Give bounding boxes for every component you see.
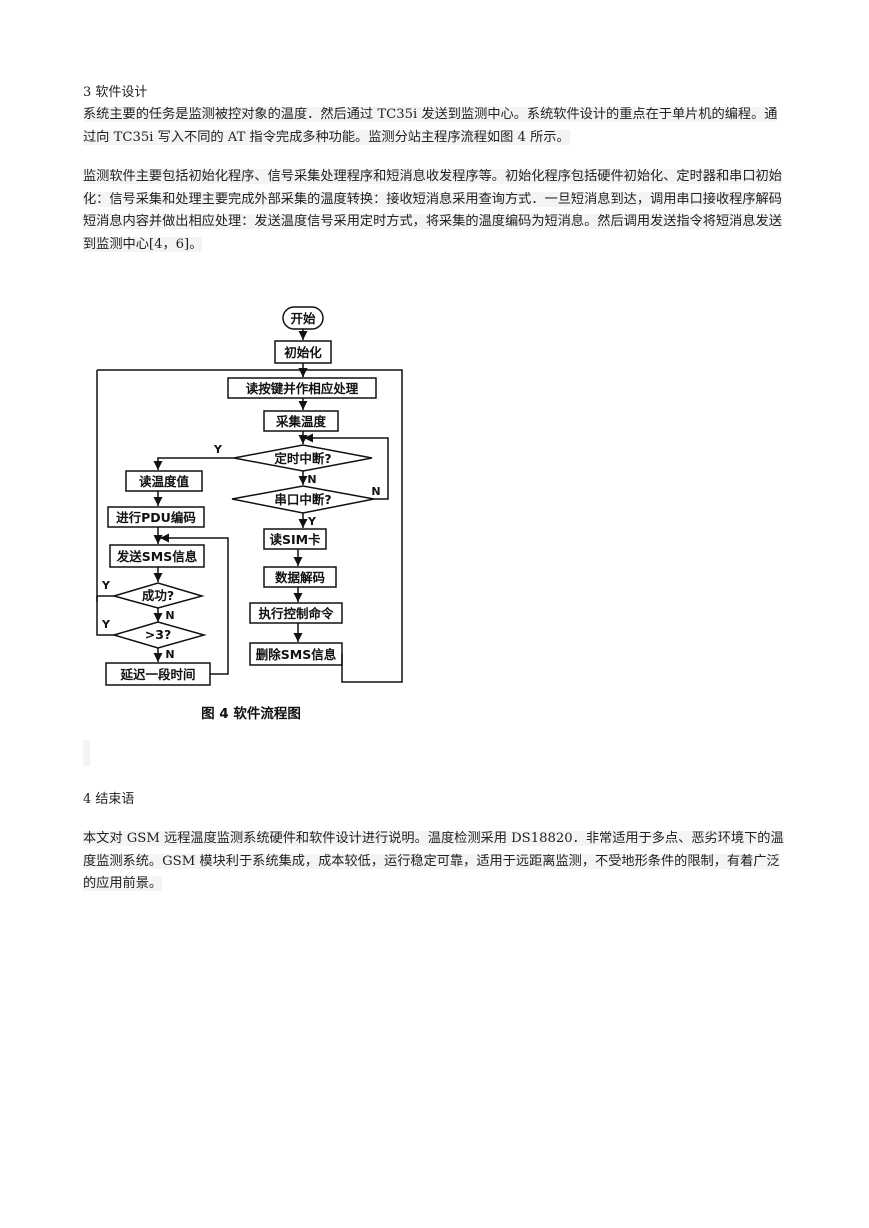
- serial-int-label: 串口中断?: [274, 492, 331, 507]
- read-temp-box: [125, 470, 203, 492]
- start-label: 开始: [290, 311, 316, 326]
- gray-placeholder: [83, 740, 90, 766]
- init-label: 初始化: [284, 345, 322, 360]
- read-sim-label: 读SIM卡: [269, 532, 321, 547]
- read-keys-box: [227, 377, 377, 399]
- collect-temp-box: [263, 410, 339, 432]
- success-yes-label: Y: [101, 579, 111, 592]
- section-4-title: 4 结束语: [83, 792, 135, 807]
- delay-label: 延迟一段时间: [119, 667, 195, 682]
- read-keys-label: 读按键并作相应处理: [246, 381, 359, 396]
- gt3-diamond: [111, 621, 207, 649]
- gt3-no-label: N: [165, 648, 174, 661]
- success-diamond: [111, 582, 205, 609]
- section-3-title: 3 软件设计: [83, 85, 148, 100]
- read-sim-box: [263, 528, 327, 550]
- section-4-para: 本文对 GSM 远程温度监测系统硬件和软件设计进行说明。温度检测采用 DS188…: [83, 831, 784, 891]
- section-3-para-1: 系统主要的任务是监测被控对象的温度．然后通过 TC35i 发送到监测中心。系统软…: [83, 107, 778, 145]
- timer-int-label: 定时中断?: [273, 451, 331, 466]
- success-no-label: N: [165, 609, 174, 622]
- timer-yes-label: Y: [213, 443, 223, 456]
- gt3-yes-label: Y: [101, 618, 111, 631]
- section-3: 3 软件设计 系统主要的任务是监测被控对象的温度．然后通过 TC35i 发送到监…: [83, 84, 789, 256]
- collect-temp-label: 采集温度: [275, 414, 327, 429]
- serial-yes-label: Y: [307, 515, 317, 528]
- decode-label: 数据解码: [274, 570, 325, 585]
- delete-sms-label: 删除SMS信息: [256, 647, 337, 662]
- section-4-body: 本文对 GSM 远程温度监测系统硬件和软件设计进行说明。温度检测采用 DS188…: [83, 828, 789, 896]
- pdu-encode-box: [107, 506, 205, 528]
- send-sms-label: 发送SMS信息: [116, 549, 198, 564]
- success-label: 成功?: [142, 588, 174, 603]
- send-sms-box: [109, 544, 205, 568]
- pdu-encode-label: 进行PDU编码: [116, 510, 196, 525]
- section-4: 4 结束语: [83, 791, 789, 811]
- timer-no-label: N: [307, 473, 316, 486]
- timer-int-diamond: [233, 444, 373, 472]
- figure-caption: 图 4 软件流程图: [201, 705, 301, 722]
- gt3-label: >3?: [145, 627, 171, 642]
- section-3-para-2: 监测软件主要包括初始化程序、信号采集处理程序和短消息收发程序等。初始化程序包括硬…: [83, 169, 782, 252]
- software-flowchart: 开始 初始化 读按键并作相应处理 采集温度 定时中断? 串口中断? 读SIM卡 …: [88, 300, 418, 730]
- flowchart-svg: 开始 初始化 读按键并作相应处理 采集温度 定时中断? 串口中断? 读SIM卡 …: [96, 306, 403, 722]
- exec-cmd-box: [249, 602, 343, 624]
- exec-cmd-label: 执行控制命令: [258, 606, 334, 621]
- serial-no-label: N: [371, 485, 380, 498]
- decode-box: [263, 566, 337, 588]
- read-temp-label: 读温度值: [139, 474, 190, 489]
